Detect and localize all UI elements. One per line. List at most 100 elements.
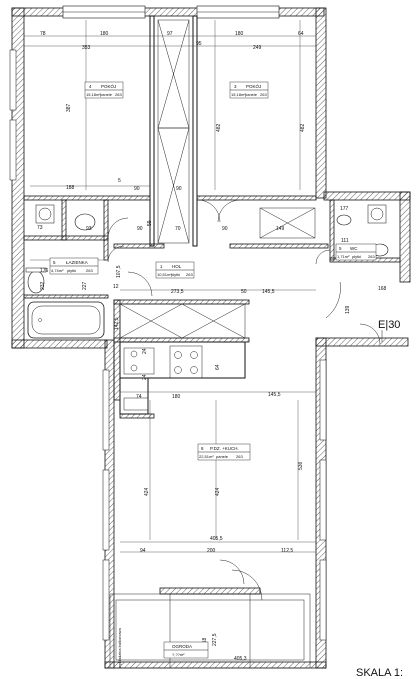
dim-top4: 180 bbox=[235, 31, 244, 37]
svg-text:E|30: E|30 bbox=[378, 319, 400, 331]
svg-text:?,??m²: ?,??m² bbox=[172, 652, 185, 657]
dim-74: 74 bbox=[136, 394, 142, 400]
room-label-balkon: OGRODA ?,??m² bbox=[163, 641, 209, 659]
dim-90a: 90 bbox=[134, 186, 140, 192]
room-label-hol: 1 HOL 10,51m² płytki 263 bbox=[155, 261, 195, 279]
dim-405: 405,3 bbox=[234, 656, 247, 662]
svg-text:15,18m²: 15,18m² bbox=[86, 92, 101, 97]
dim-v482a: 482 bbox=[216, 123, 222, 132]
dim-94: 94 bbox=[140, 548, 146, 554]
left-windows bbox=[9, 49, 327, 641]
svg-text:263: 263 bbox=[260, 92, 267, 97]
svg-text:4: 4 bbox=[89, 84, 92, 89]
dim-424a: 424 bbox=[144, 487, 150, 496]
dim-73: 73 bbox=[37, 225, 43, 231]
top-windows bbox=[62, 5, 280, 19]
dim-top3: 97 bbox=[167, 31, 173, 37]
svg-text:panele: panele bbox=[100, 92, 113, 97]
svg-text:263: 263 bbox=[115, 92, 122, 97]
dim-5: 5 bbox=[118, 178, 121, 184]
doors bbox=[107, 199, 381, 601]
dim-93: 93 bbox=[86, 226, 92, 232]
svg-text:ŁAZIENKA: ŁAZIENKA bbox=[66, 260, 88, 265]
room-label-lazienka: 5 ŁAZIENKA 4,74m² płytki 263 bbox=[49, 257, 99, 275]
svg-text:P.DZ. +KUCH.: P.DZ. +KUCH. bbox=[210, 446, 239, 451]
dim-top8: 249 bbox=[253, 45, 262, 51]
dim-180: 180 bbox=[172, 394, 181, 400]
washbasin bbox=[35, 204, 96, 231]
dim-424b: 424 bbox=[215, 487, 221, 496]
elevation-marker: E|30 bbox=[378, 319, 400, 342]
dim-1775: 177 bbox=[340, 206, 349, 212]
dim-188: 188 bbox=[66, 185, 75, 191]
dim-176: 176 bbox=[40, 268, 49, 274]
dim-536: 536 bbox=[298, 461, 304, 470]
svg-text:1: 1 bbox=[160, 264, 163, 269]
svg-text:10,51m²: 10,51m² bbox=[157, 272, 172, 277]
dim-59: 59 bbox=[147, 220, 153, 226]
dim-90d: 90 bbox=[222, 226, 228, 232]
dimension-lines bbox=[24, 20, 316, 553]
dim-1125: 112,5 bbox=[281, 548, 293, 554]
dim-168: 168 bbox=[378, 286, 387, 292]
svg-text:płytki: płytki bbox=[171, 272, 180, 277]
svg-text:22,51m²: 22,51m² bbox=[199, 454, 214, 459]
stove bbox=[123, 345, 203, 411]
dim-111: 111 bbox=[341, 238, 349, 244]
dimension-labels: 78 180 97 180 64 353 95 249 387 482 482 … bbox=[37, 31, 387, 662]
svg-text:WC: WC bbox=[350, 246, 358, 251]
svg-text:15,18m²: 15,18m² bbox=[231, 92, 246, 97]
dim-top5: 64 bbox=[298, 31, 304, 37]
dim-top1: 78 bbox=[40, 31, 46, 37]
svg-text:3: 3 bbox=[234, 84, 237, 89]
svg-text:płytki: płytki bbox=[352, 254, 361, 259]
room-label-pokoj4: 4 POKÓJ 15,18m² panele 263 bbox=[84, 81, 124, 99]
dim-1075: 107,5 bbox=[116, 265, 122, 278]
dim-12: 12 bbox=[113, 284, 119, 290]
dim-4055: 405,5 bbox=[210, 536, 223, 542]
svg-text:POKÓJ: POKÓJ bbox=[101, 83, 116, 89]
dim-139: 139 bbox=[345, 305, 351, 314]
dim-top7: 95 bbox=[196, 41, 202, 47]
dim-227: 227 bbox=[82, 281, 88, 290]
dim-1455a: 145,5 bbox=[262, 289, 275, 295]
toilet bbox=[25, 267, 47, 294]
svg-text:263: 263 bbox=[86, 268, 93, 273]
bathtub bbox=[27, 301, 105, 339]
dim-218: 218 bbox=[202, 637, 208, 646]
dim-24a: 24 bbox=[142, 348, 148, 354]
scale-label: SKALA 1: bbox=[356, 667, 403, 679]
dim-top2: 180 bbox=[100, 31, 109, 37]
interior-walls bbox=[23, 15, 401, 419]
dim-200: 200 bbox=[207, 548, 216, 554]
dim-90c: 90 bbox=[137, 226, 143, 232]
svg-text:5: 5 bbox=[53, 260, 56, 265]
dim-v387: 387 bbox=[66, 103, 72, 112]
dim-24b: 24 bbox=[142, 374, 148, 380]
dim-64: 64 bbox=[215, 364, 221, 370]
room-label-wc: 5 WC 1,71m² płytki 263 bbox=[335, 243, 377, 261]
balcony bbox=[109, 587, 311, 669]
dim-1455b: 145,5 bbox=[268, 392, 281, 398]
svg-text:POKÓJ: POKÓJ bbox=[246, 83, 261, 89]
room-label-pdz: 8 P.DZ. +KUCH. 22,51m² panele 263 bbox=[197, 443, 251, 461]
svg-text:OGRODA: OGRODA bbox=[172, 644, 192, 649]
svg-text:263: 263 bbox=[368, 254, 375, 259]
svg-text:263: 263 bbox=[186, 272, 193, 277]
dim-top6: 353 bbox=[82, 45, 91, 51]
dim-2275: 227,5 bbox=[212, 633, 218, 646]
svg-text:8: 8 bbox=[201, 446, 204, 451]
svg-text:panele: panele bbox=[245, 92, 258, 97]
svg-text:263: 263 bbox=[236, 454, 243, 459]
balcony-note: wykładzina balkonowa bbox=[117, 627, 122, 668]
svg-text:1,71m²: 1,71m² bbox=[337, 254, 350, 259]
svg-text:5: 5 bbox=[339, 246, 342, 251]
room-label-pokoj3: 3 POKÓJ 15,18m² panele 263 bbox=[229, 81, 269, 99]
dim-v482b: 482 bbox=[300, 123, 306, 132]
ventilation-shaft bbox=[157, 19, 316, 244]
svg-text:HOL: HOL bbox=[172, 264, 182, 269]
dim-232: 232 bbox=[40, 281, 46, 290]
dim-90b: 90 bbox=[176, 186, 182, 192]
svg-text:panele: panele bbox=[216, 454, 229, 459]
